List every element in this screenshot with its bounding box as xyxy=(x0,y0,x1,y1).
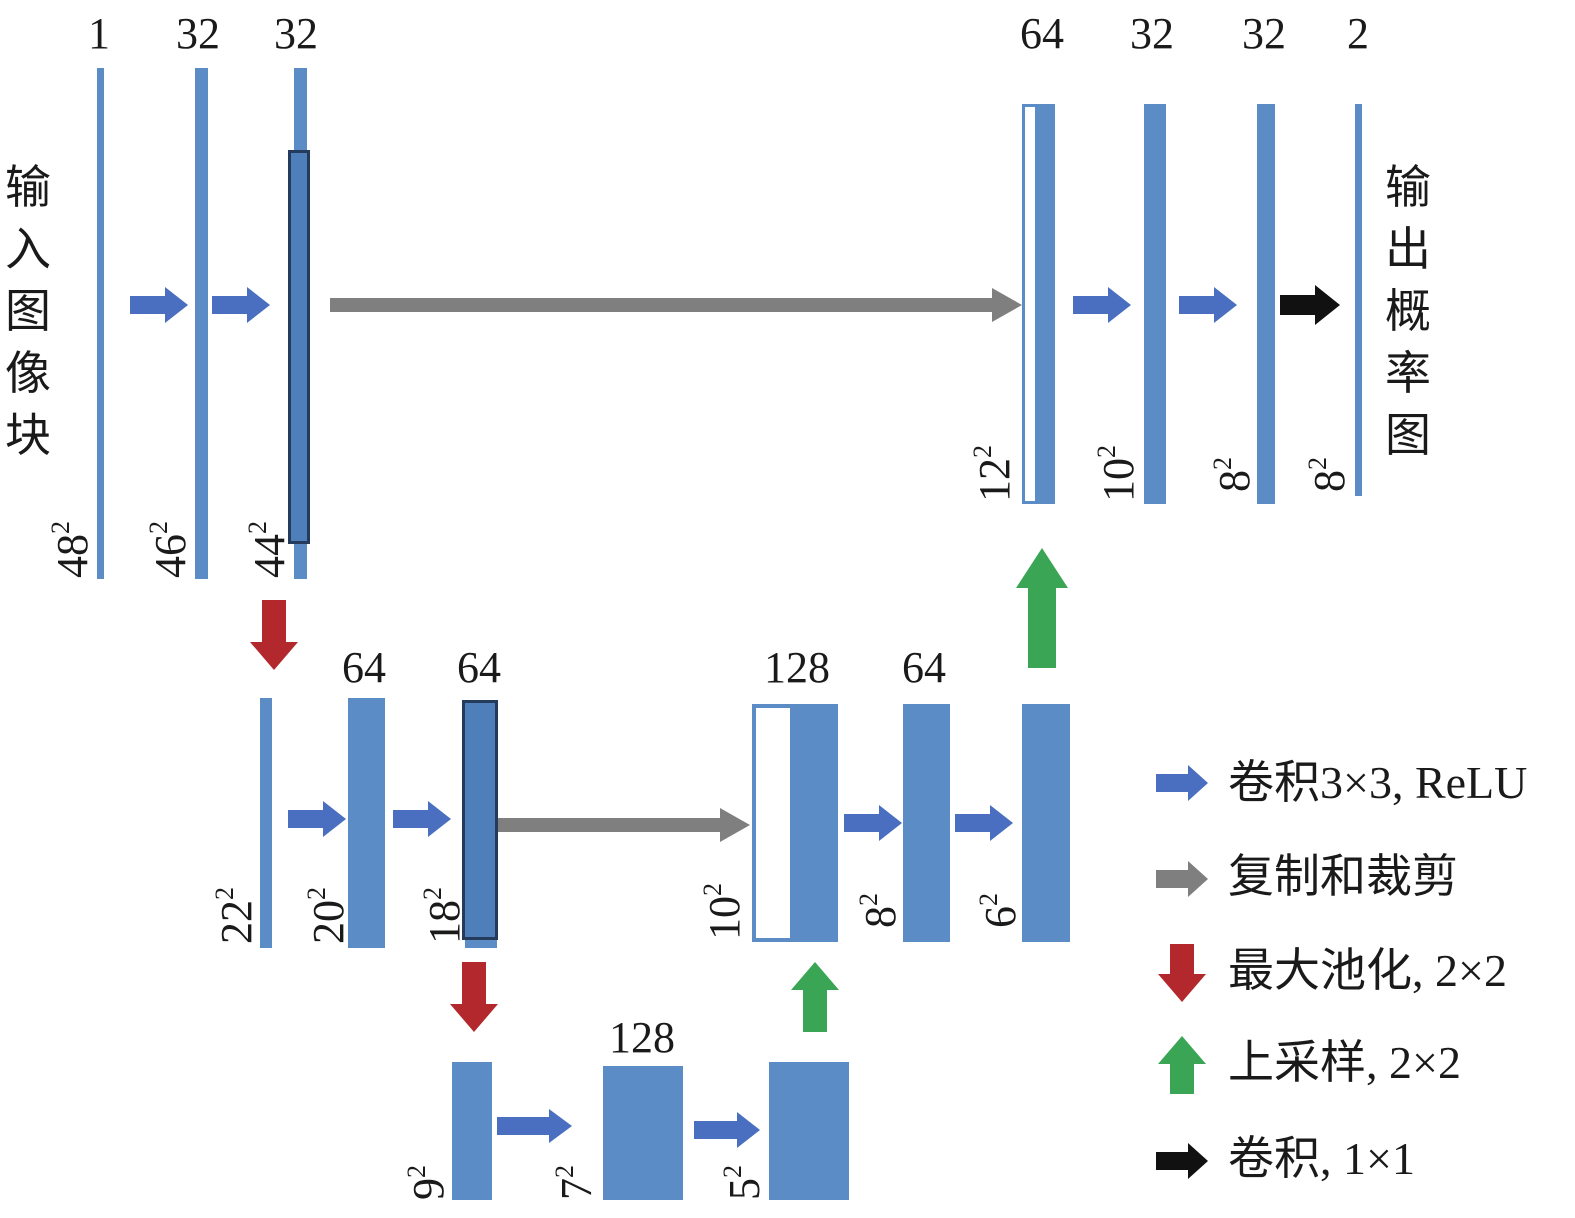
conv-arrows xyxy=(130,287,1237,1148)
layer-enc1-input xyxy=(97,68,104,579)
up-arrow-icon xyxy=(791,962,839,1032)
channel-label: 128 xyxy=(764,643,830,692)
legend-item-maxpool: 最大池化, 2×2 xyxy=(1152,940,1572,1010)
legend-label: 最大池化, 2×2 xyxy=(1228,945,1507,996)
channel-label: 64 xyxy=(457,643,501,692)
layer-enc2-conv2 xyxy=(462,700,498,940)
arrow-right-icon xyxy=(1156,1143,1208,1179)
size-label: 62 xyxy=(974,893,1025,928)
layer-bottleneck-input xyxy=(452,1062,492,1200)
channel-label: 32 xyxy=(1242,9,1286,58)
conv1x1-arrow-icon xyxy=(1280,285,1340,325)
legend-label: 复制和裁剪 xyxy=(1228,851,1458,902)
layer-dec1-concat xyxy=(1022,104,1055,504)
conv-arrow-icon xyxy=(1073,287,1131,323)
size-label: 182 xyxy=(418,887,469,944)
conv-arrow-icon xyxy=(694,1112,760,1148)
channel-label: 1 xyxy=(88,9,110,58)
conv-arrow-icon xyxy=(212,287,270,323)
copied-feature-map xyxy=(1022,104,1038,504)
legend-label: 卷积, 1×1 xyxy=(1228,1133,1415,1184)
size-label: 222 xyxy=(210,887,261,944)
layer-dec1-conv1 xyxy=(1144,104,1166,504)
size-label: 52 xyxy=(718,1165,769,1200)
channel-label: 64 xyxy=(342,643,386,692)
size-label: 442 xyxy=(243,521,294,578)
size-label: 122 xyxy=(968,445,1019,502)
size-label: 82 xyxy=(1208,457,1259,492)
arrow-right-icon xyxy=(1156,861,1208,897)
layer-bottleneck-conv1 xyxy=(603,1066,683,1200)
channel-label: 32 xyxy=(1130,9,1174,58)
layer-bottleneck-conv2 xyxy=(769,1062,849,1200)
legend-item-upsample: 上采样, 2×2 xyxy=(1152,1032,1572,1102)
arrow-down-icon xyxy=(1158,944,1206,1002)
layer-enc1-conv1 xyxy=(195,68,208,579)
layer-enc2-conv1 xyxy=(348,698,385,948)
conv-arrow-icon xyxy=(1179,287,1237,323)
layer-dec2-conv2 xyxy=(1022,704,1070,942)
pool-arrows xyxy=(250,600,498,1032)
arrow-right-icon xyxy=(1156,765,1208,801)
output-label: 输出概率图 xyxy=(1385,160,1431,462)
legend-item-conv3x3: 卷积3×3, ReLU xyxy=(1152,752,1572,822)
channel-label: 2 xyxy=(1347,9,1369,58)
size-label: 72 xyxy=(550,1165,601,1200)
conv-arrow-icon xyxy=(393,801,451,837)
conv-arrow-icon xyxy=(497,1109,572,1143)
layer-output xyxy=(1355,104,1362,496)
channel-label: 32 xyxy=(274,9,318,58)
layer-dec2-concat xyxy=(752,704,838,942)
channel-label: 32 xyxy=(176,9,220,58)
size-label: 462 xyxy=(144,521,195,578)
channel-label: 64 xyxy=(1020,9,1064,58)
pool-arrow-icon xyxy=(450,962,498,1032)
size-label: 82 xyxy=(1303,457,1354,492)
copied-feature-map xyxy=(752,704,794,942)
input-label: 输入图像块 xyxy=(5,160,51,462)
upsample-arrows xyxy=(791,548,1068,1032)
size-label: 82 xyxy=(854,893,905,928)
layer-enc2-conv2-base xyxy=(465,940,497,948)
up-arrow-icon xyxy=(1016,548,1068,668)
conv-arrow-icon xyxy=(955,805,1013,841)
legend-item-copy-crop: 复制和裁剪 xyxy=(1152,846,1572,916)
copy-crop-arrows xyxy=(330,288,1022,842)
layer-dec1-conv2 xyxy=(1257,104,1275,504)
arrow-up-icon xyxy=(1158,1036,1206,1094)
crop-region xyxy=(288,150,310,544)
channel-label: 64 xyxy=(902,643,946,692)
copy-arrow-icon xyxy=(330,288,1022,322)
layer-dec2-conv1 xyxy=(903,704,950,942)
legend-item-conv1x1: 卷积, 1×1 xyxy=(1152,1128,1572,1198)
conv-arrow-icon xyxy=(844,805,902,841)
layer-enc2-input xyxy=(260,698,272,948)
conv-arrow-icon xyxy=(130,287,188,323)
legend-label: 上采样, 2×2 xyxy=(1228,1037,1461,1088)
conv-arrow-icon xyxy=(288,801,346,837)
size-label: 202 xyxy=(302,887,353,944)
size-label: 482 xyxy=(46,521,97,578)
size-label: 102 xyxy=(1092,445,1143,502)
size-label: 102 xyxy=(698,883,749,940)
pool-arrow-icon xyxy=(250,600,298,670)
legend-label: 卷积3×3, ReLU xyxy=(1228,757,1528,808)
copy-arrow-icon xyxy=(498,808,750,842)
size-label: 92 xyxy=(402,1165,453,1200)
channel-label: 128 xyxy=(609,1013,675,1062)
